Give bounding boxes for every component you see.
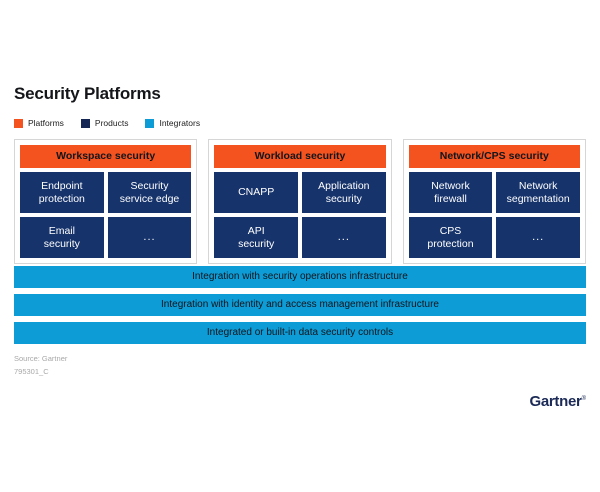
platform-column-workload: Workload security CNAPP Application secu… bbox=[208, 139, 392, 264]
capability-cell: Network firewall bbox=[408, 172, 493, 213]
platform-column-network: Network/CPS security Network firewall Ne… bbox=[402, 139, 586, 264]
legend-item-platforms: Platforms bbox=[14, 118, 64, 128]
source-note: Source: Gartner 795301_C bbox=[14, 352, 67, 378]
capability-cell-more: ... bbox=[496, 217, 580, 258]
document-id: 795301_C bbox=[14, 367, 49, 376]
gartner-logo-text: Gartner bbox=[529, 393, 582, 410]
integration-bar-security-operations: Integration with security operations inf… bbox=[14, 266, 586, 288]
integration-bar-identity-access: Integration with identity and access man… bbox=[14, 294, 586, 316]
registered-mark-icon: ® bbox=[581, 396, 586, 402]
capability-cell: CNAPP bbox=[214, 172, 298, 213]
integration-bars: Integration with security operations inf… bbox=[14, 266, 586, 344]
integration-bar-data-security: Integrated or built-in data security con… bbox=[14, 322, 586, 344]
capability-grid-workload: CNAPP Application security API security … bbox=[214, 172, 386, 258]
source-line: Source: Gartner bbox=[14, 354, 68, 363]
legend-label-integrators: Integrators bbox=[159, 118, 201, 128]
legend-label-products: Products bbox=[94, 118, 129, 128]
capability-cell: Application security bbox=[301, 172, 386, 213]
platform-column-workspace: Workspace security Endpoint protection S… bbox=[14, 139, 198, 264]
legend-swatch-platforms bbox=[14, 118, 23, 128]
capability-cell: API security bbox=[214, 217, 298, 258]
capability-cell: Email security bbox=[20, 217, 104, 258]
capability-cell-more: ... bbox=[107, 217, 192, 258]
legend-item-integrators: Integrators bbox=[145, 118, 200, 128]
capability-grid-network: Network firewall Network segmentation CP… bbox=[408, 172, 580, 258]
legend: Platforms Products Integrators bbox=[14, 118, 200, 128]
legend-label-platforms: Platforms bbox=[28, 118, 64, 128]
legend-swatch-products bbox=[80, 118, 90, 128]
page-title: Security Platforms bbox=[14, 84, 161, 103]
capability-cell: Security service edge bbox=[107, 172, 192, 213]
column-header-network: Network/CPS security bbox=[408, 145, 580, 168]
capability-cell: Endpoint protection bbox=[20, 172, 104, 213]
capability-cell: CPS protection bbox=[408, 217, 493, 258]
legend-item-products: Products bbox=[80, 118, 129, 128]
column-header-workload: Workload security bbox=[214, 145, 386, 168]
column-header-workspace: Workspace security bbox=[20, 145, 192, 168]
capability-grid-workspace: Endpoint protection Security service edg… bbox=[20, 172, 192, 258]
gartner-logo: Gartner® bbox=[529, 391, 586, 410]
platform-columns: Workspace security Endpoint protection S… bbox=[14, 139, 586, 264]
capability-cell: Network segmentation bbox=[496, 172, 580, 213]
capability-cell-more: ... bbox=[301, 217, 386, 258]
legend-swatch-integrators bbox=[145, 118, 155, 128]
